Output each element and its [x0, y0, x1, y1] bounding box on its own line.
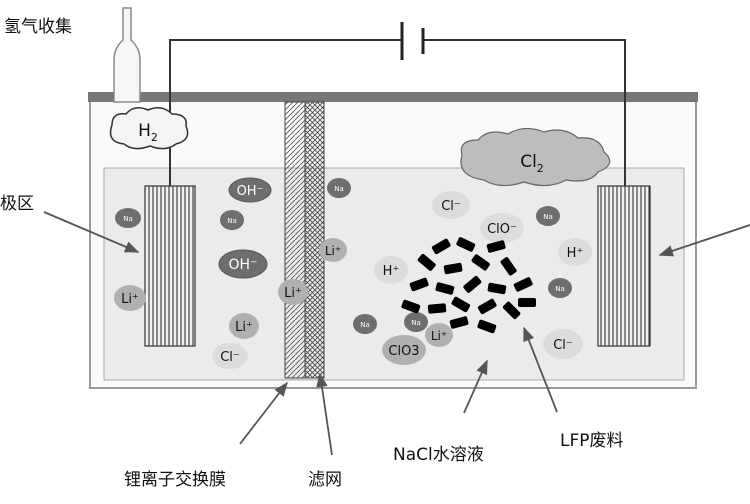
- svg-text:OH⁻: OH⁻: [237, 184, 264, 199]
- cl2-cloud: Cl2: [460, 127, 611, 187]
- ion-na-5: Na: [404, 312, 428, 332]
- h2-cloud: H2: [109, 107, 189, 150]
- arrow-lfp: [523, 326, 558, 413]
- svg-text:Na: Na: [123, 215, 133, 223]
- ion-h-1: H⁺: [374, 256, 408, 284]
- arrow-anode: [658, 224, 750, 257]
- ion-h-2: H⁺: [558, 238, 592, 266]
- svg-text:H⁺: H⁺: [567, 246, 584, 261]
- cl2-label: Cl2: [520, 152, 544, 175]
- label-membrane: 锂离子交换膜: [124, 470, 226, 490]
- right-electrode: [597, 185, 651, 347]
- ion-na-7: Na: [548, 278, 572, 298]
- filter-mesh: [304, 101, 325, 379]
- svg-text:Na: Na: [334, 185, 344, 193]
- ion-cl-2: Cl⁻: [432, 191, 470, 219]
- svg-text:H⁺: H⁺: [383, 264, 400, 279]
- left-electrode: [144, 185, 196, 347]
- svg-text:Li⁺: Li⁺: [325, 244, 341, 258]
- ion-clo3: ClO3: [382, 335, 426, 365]
- label-hydrogen-collection: 氢气收集: [4, 17, 72, 37]
- svg-text:Na: Na: [555, 285, 565, 293]
- svg-text:Na: Na: [360, 321, 370, 329]
- svg-text:Na: Na: [227, 217, 237, 225]
- ion-na-1: Na: [115, 208, 141, 228]
- ion-li-4: Li⁺: [319, 238, 347, 262]
- arrow-electrolyte: [463, 359, 488, 414]
- li-exchange-membrane: [284, 101, 306, 379]
- svg-text:Na: Na: [411, 319, 421, 327]
- label-lfp-waste: LFP废料: [560, 431, 624, 451]
- svg-text:Cl⁻: Cl⁻: [553, 338, 573, 353]
- ion-cl-3: Cl⁻: [543, 329, 583, 359]
- svg-text:ClO⁻: ClO⁻: [487, 222, 517, 237]
- tank-lid: [88, 92, 698, 102]
- svg-text:Cl⁻: Cl⁻: [220, 350, 240, 365]
- ion-clo: ClO⁻: [480, 213, 524, 243]
- svg-text:Na: Na: [543, 213, 553, 221]
- lfp-particles: [401, 237, 536, 334]
- svg-text:Li⁺: Li⁺: [121, 292, 139, 307]
- arrow-cathode: [43, 211, 140, 253]
- arrow-membrane: [239, 381, 288, 445]
- ion-na-6: Na: [536, 206, 560, 226]
- svg-text:ClO3: ClO3: [388, 344, 419, 359]
- ion-na-4: Na: [353, 314, 377, 334]
- svg-text:Li⁺: Li⁺: [431, 329, 447, 343]
- label-filter-mesh: 滤网: [308, 470, 342, 490]
- ion-oh-top: OH⁻: [228, 177, 272, 203]
- ion-na-2: Na: [220, 210, 244, 230]
- svg-text:Li⁺: Li⁺: [235, 320, 253, 335]
- label-cathode-region: 极区: [0, 194, 34, 214]
- ion-na-3: Na: [327, 178, 351, 198]
- ion-li-5: Li⁺: [425, 323, 453, 347]
- label-electrolyte: NaCl水溶液: [393, 445, 484, 465]
- ion-li-1: Li⁺: [114, 285, 146, 311]
- ion-cl-1: Cl⁻: [212, 343, 248, 369]
- right-wire: [423, 39, 626, 186]
- ion-oh-mid: OH⁻: [218, 249, 268, 279]
- ion-li-2: Li⁺: [229, 313, 259, 339]
- svg-text:OH⁻: OH⁻: [229, 257, 258, 273]
- ion-li-3: Li⁺: [278, 279, 308, 305]
- hydrogen-tube: [113, 7, 141, 103]
- svg-text:Cl⁻: Cl⁻: [441, 199, 461, 214]
- svg-text:Li⁺: Li⁺: [284, 286, 302, 301]
- h2-label: H2: [138, 121, 158, 144]
- arrow-filter: [316, 372, 333, 456]
